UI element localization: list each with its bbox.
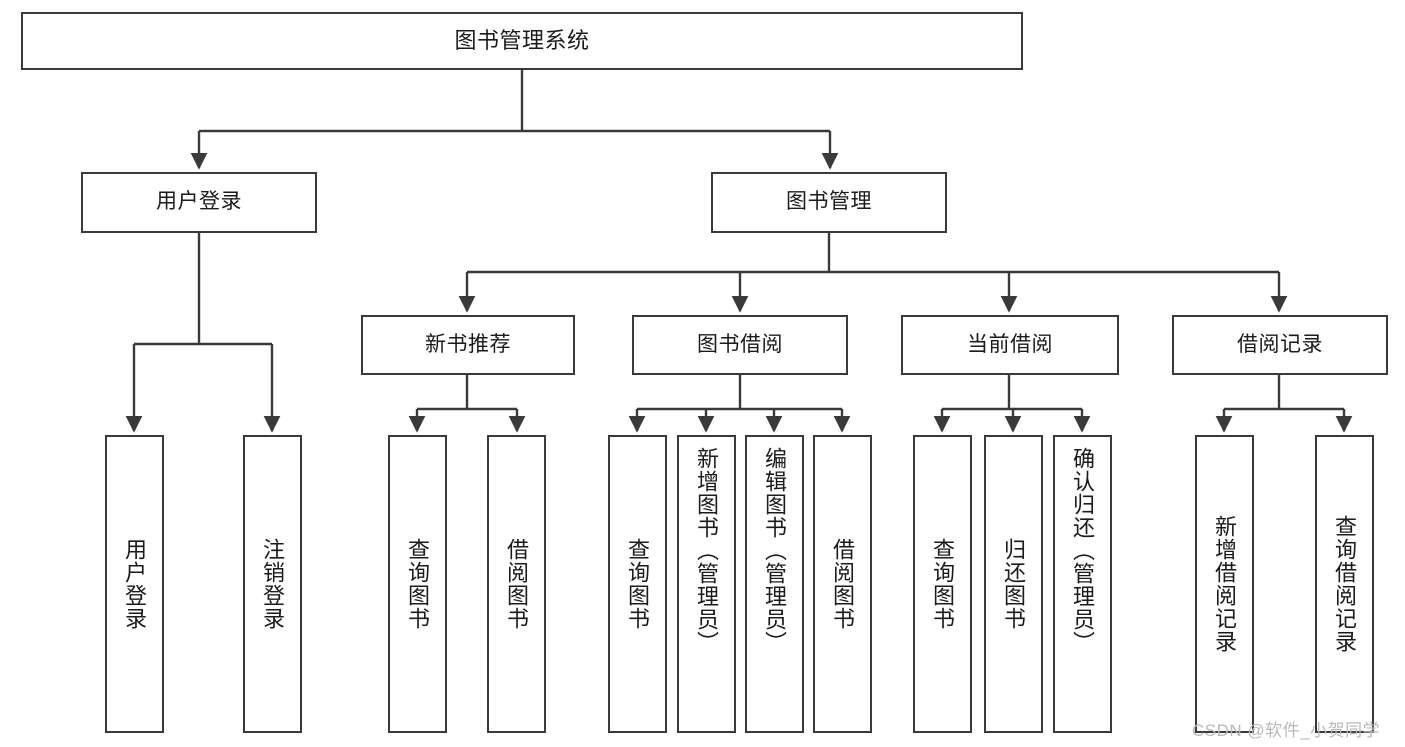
node-leaf-confirm-return[interactable]: 确认归还（管理员） xyxy=(1053,435,1112,733)
node-leaf-user-logout[interactable]: 注销登录 xyxy=(243,435,302,733)
node-leaf-edit-book-label: 编辑图书（管理员） xyxy=(762,447,788,654)
node-leaf-query-book-cur-label: 查询图书 xyxy=(930,538,956,630)
node-book-manage-label: 图书管理 xyxy=(786,190,872,214)
node-current-borrow[interactable]: 当前借阅 xyxy=(901,315,1119,375)
node-book-borrow-label: 图书借阅 xyxy=(697,332,783,356)
node-new-book-rec[interactable]: 新书推荐 xyxy=(361,315,575,375)
node-book-borrow[interactable]: 图书借阅 xyxy=(632,315,848,375)
node-leaf-query-record[interactable]: 查询借阅记录 xyxy=(1315,435,1374,733)
csdn-watermark: CSDN @软件_小贺同学 xyxy=(1192,721,1381,740)
node-leaf-user-login-label: 用户登录 xyxy=(122,538,148,630)
node-leaf-return-book[interactable]: 归还图书 xyxy=(984,435,1043,733)
node-leaf-add-book[interactable]: 新增图书（管理员） xyxy=(677,435,736,733)
node-current-borrow-label: 当前借阅 xyxy=(967,332,1053,356)
node-leaf-edit-book[interactable]: 编辑图书（管理员） xyxy=(745,435,804,733)
node-leaf-borrow-book-rec-label: 借阅图书 xyxy=(504,538,530,630)
node-root-label: 图书管理系统 xyxy=(454,28,590,54)
node-root[interactable]: 图书管理系统 xyxy=(21,12,1023,70)
node-leaf-add-record[interactable]: 新增借阅记录 xyxy=(1195,435,1254,733)
node-borrow-record-label: 借阅记录 xyxy=(1237,332,1323,356)
node-leaf-query-book-rec[interactable]: 查询图书 xyxy=(388,435,447,733)
node-leaf-query-record-label: 查询借阅记录 xyxy=(1332,515,1358,653)
node-leaf-borrow-book-label: 借阅图书 xyxy=(830,538,856,630)
node-leaf-return-book-label: 归还图书 xyxy=(1001,538,1027,630)
node-leaf-add-book-label: 新增图书（管理员） xyxy=(694,447,720,654)
node-user-login-label: 用户登录 xyxy=(156,190,242,214)
node-new-book-rec-label: 新书推荐 xyxy=(425,332,511,356)
node-leaf-query-book-borrow-label: 查询图书 xyxy=(625,538,651,630)
node-leaf-query-book-rec-label: 查询图书 xyxy=(405,538,431,630)
node-leaf-borrow-book-rec[interactable]: 借阅图书 xyxy=(487,435,546,733)
node-leaf-query-book-cur[interactable]: 查询图书 xyxy=(913,435,972,733)
node-leaf-add-record-label: 新增借阅记录 xyxy=(1212,515,1238,653)
node-leaf-user-logout-label: 注销登录 xyxy=(260,538,286,630)
node-leaf-query-book-borrow[interactable]: 查询图书 xyxy=(608,435,667,733)
node-leaf-user-login[interactable]: 用户登录 xyxy=(105,435,164,733)
node-user-login[interactable]: 用户登录 xyxy=(81,172,317,233)
node-leaf-borrow-book[interactable]: 借阅图书 xyxy=(813,435,872,733)
node-leaf-confirm-return-label: 确认归还（管理员） xyxy=(1070,447,1096,654)
node-borrow-record[interactable]: 借阅记录 xyxy=(1172,315,1388,375)
node-book-manage[interactable]: 图书管理 xyxy=(711,172,947,233)
